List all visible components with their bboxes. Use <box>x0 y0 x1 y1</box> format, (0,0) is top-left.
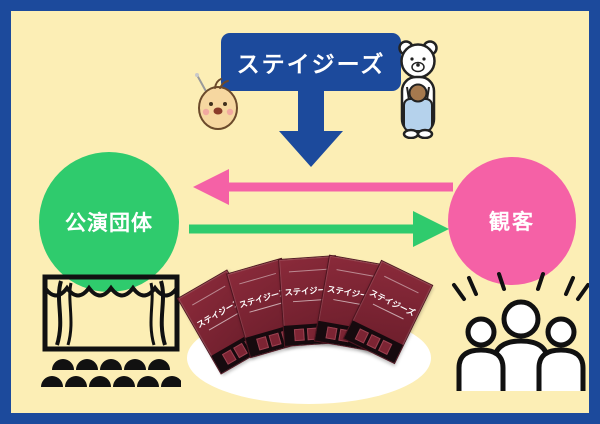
flow-arrow-right <box>189 211 449 247</box>
ticket-fan: ステイジーズ ステイジーズ ステイジーズ ステイジーズ ステイジーズ <box>176 254 435 390</box>
theater-stage-icon <box>41 274 181 387</box>
flow-arrow-down <box>279 91 343 167</box>
node-performers: 公演団体 <box>39 152 179 292</box>
service-box: ステイジーズ <box>221 33 401 91</box>
flow-arrow-left <box>193 169 453 205</box>
exchange-arrows <box>189 169 453 247</box>
mascot-potato-icon <box>195 73 238 130</box>
node-audience: 観客 <box>448 157 576 285</box>
audience-label: 観客 <box>489 211 535 234</box>
mascot-bear-icon <box>398 40 438 139</box>
audience-crowd-icon <box>452 272 589 391</box>
performers-label: 公演団体 <box>65 212 153 235</box>
service-label: ステイジーズ <box>236 51 386 77</box>
